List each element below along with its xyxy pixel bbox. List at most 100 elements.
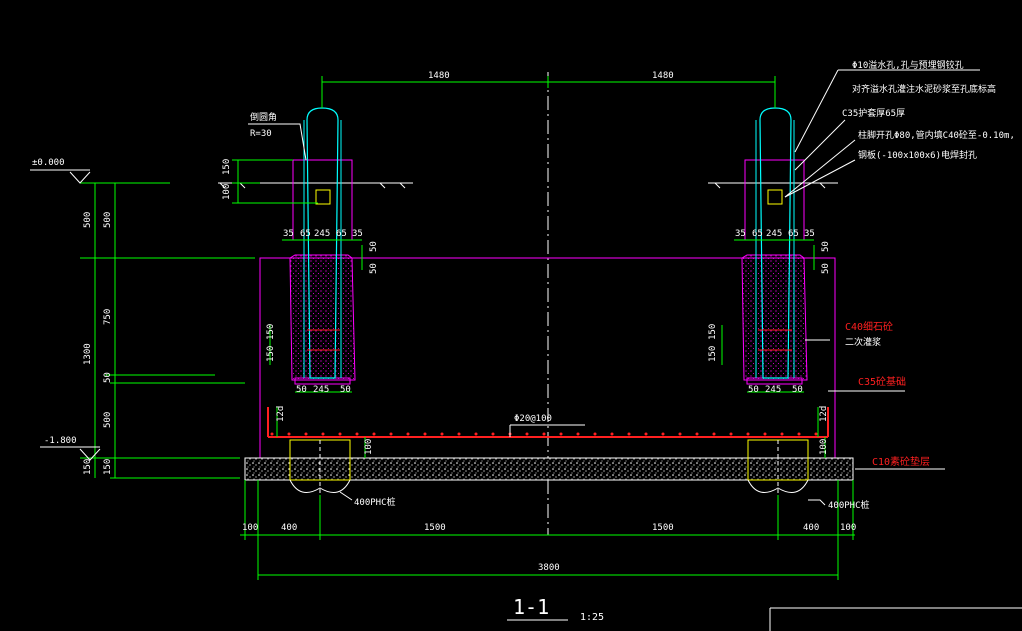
post-split-r-2: 245 [766, 229, 782, 239]
dim-v-150-bot2: 150 [103, 459, 113, 475]
dim-pile-offset-right: 400 [803, 523, 819, 533]
post-split-l-3: 65 [336, 229, 347, 239]
post-split-r-4: 35 [804, 229, 815, 239]
dim-total: 3800 [538, 563, 560, 573]
dim-span-left: 1480 [428, 71, 450, 81]
dim-span-right: 1480 [652, 71, 674, 81]
rebar-dot [814, 432, 818, 436]
anchor-12d-right: 12d [819, 406, 829, 422]
cup-150-b: 150 [266, 346, 276, 362]
post-split-l-1: 65 [300, 229, 311, 239]
post-split-r-1: 65 [752, 229, 763, 239]
rebar-dot [440, 432, 444, 436]
cup-bot-left-l: 50 [296, 385, 307, 395]
cap-50-c: 50 [821, 241, 831, 252]
anchor-100-right: 100 [819, 439, 829, 455]
rebar-dot [338, 432, 342, 436]
rebar-dot [355, 432, 359, 436]
dim-v-1300: 1300 [83, 343, 93, 365]
rebar-dot [797, 432, 801, 436]
pile-right [747, 439, 809, 495]
rebar-mesh [267, 407, 829, 438]
rebar-dot [712, 432, 716, 436]
note-drain-1: Φ10溢水孔,孔与预埋钢铰孔 [852, 59, 964, 71]
dim-inner-right: 1500 [652, 523, 674, 533]
cup-150-d: 150 [708, 346, 718, 362]
post-split-l-4: 35 [352, 229, 363, 239]
cup-right [741, 254, 808, 385]
rebar-dot [321, 432, 325, 436]
rebar-dot [678, 432, 682, 436]
rebar-dot [763, 432, 767, 436]
rebar-dot [423, 432, 427, 436]
rebar-dot [542, 432, 546, 436]
elevation-marker-bottom [40, 446, 101, 461]
dim-pile-offset-left: 400 [281, 523, 297, 533]
note-c40-1: C40细石砼 [845, 320, 893, 333]
dim-post-150: 150 [222, 159, 232, 175]
cap-50-a: 50 [369, 241, 379, 252]
section-title: 1-1 [513, 595, 549, 619]
dim-v-50: 50 [103, 372, 113, 383]
cup-150-a: 150 [266, 324, 276, 340]
dim-v-500-a: 500 [83, 212, 93, 228]
elevation-top: ±0.000 [32, 158, 65, 168]
rebar-dot [576, 432, 580, 436]
rebar-dot [644, 432, 648, 436]
rebar-dot [559, 432, 563, 436]
note-c35-sleeve: C35护套厚65厚 [842, 107, 905, 119]
anchor-100-left: 100 [364, 439, 374, 455]
note-bolt-1: 柱脚开孔Φ80,管内填C40砼至-0.10m, [858, 129, 1015, 141]
rebar-dot [270, 432, 274, 436]
dim-inner-left: 1500 [424, 523, 446, 533]
dim-v-150-bot: 150 [83, 459, 93, 475]
post-split-l-0: 35 [283, 229, 294, 239]
cup-bot-mid-l: 245 [313, 385, 329, 395]
radius-label: R=30 [250, 129, 272, 139]
note-drain-2: 对齐溢水孔灌注水泥砂浆至孔底标高 [852, 83, 996, 95]
dim-v-500-b: 500 [103, 212, 113, 228]
dim-edge-right: 100 [840, 523, 856, 533]
rebar-dot [627, 432, 631, 436]
dimension-lines [80, 76, 855, 580]
rebar-dot [304, 432, 308, 436]
note-c40-2: 二次灌浆 [845, 336, 881, 348]
rebar-dot [593, 432, 597, 436]
rebar-dot [287, 432, 291, 436]
leader-lines [248, 69, 980, 506]
post-split-r-0: 35 [735, 229, 746, 239]
rebar-dot [780, 432, 784, 436]
pile-right-label: 400PHC桩 [828, 499, 870, 511]
post-split-r-3: 65 [788, 229, 799, 239]
note-c35-foundation: C35砼基础 [858, 375, 906, 388]
rebar-dots [270, 432, 818, 436]
dim-edge-left: 100 [242, 523, 258, 533]
frame [507, 607, 1022, 631]
rebar-dot [729, 432, 733, 436]
pile-left [289, 439, 351, 495]
note-bolt-2: 钢板(-100x100x6)电焊封孔 [858, 149, 977, 161]
cup-150-c: 150 [708, 324, 718, 340]
rebar-dot [474, 432, 478, 436]
rebar-dot [746, 432, 750, 436]
post-split-l-2: 245 [314, 229, 330, 239]
rebar-dot [661, 432, 665, 436]
rebar-dot [406, 432, 410, 436]
elevation-bottom: -1.800 [44, 436, 77, 446]
note-c10-pad: C10素砼垫层 [872, 455, 930, 468]
rebar-dot [389, 432, 393, 436]
dim-post-100: 100 [222, 184, 232, 200]
cup-bot-right-r: 50 [792, 385, 803, 395]
elevation-marker-top [30, 169, 91, 184]
rebar-dot [610, 432, 614, 436]
cap-50-b: 50 [369, 263, 379, 274]
cap-50-d: 50 [821, 263, 831, 274]
cup-bot-left-r: 50 [748, 385, 759, 395]
anchor-12d-left: 12d [276, 406, 286, 422]
corner-label: 倒圆角 [250, 111, 277, 123]
dim-v-500-c: 500 [103, 412, 113, 428]
rebar-dot [372, 432, 376, 436]
cup-left [289, 254, 356, 385]
